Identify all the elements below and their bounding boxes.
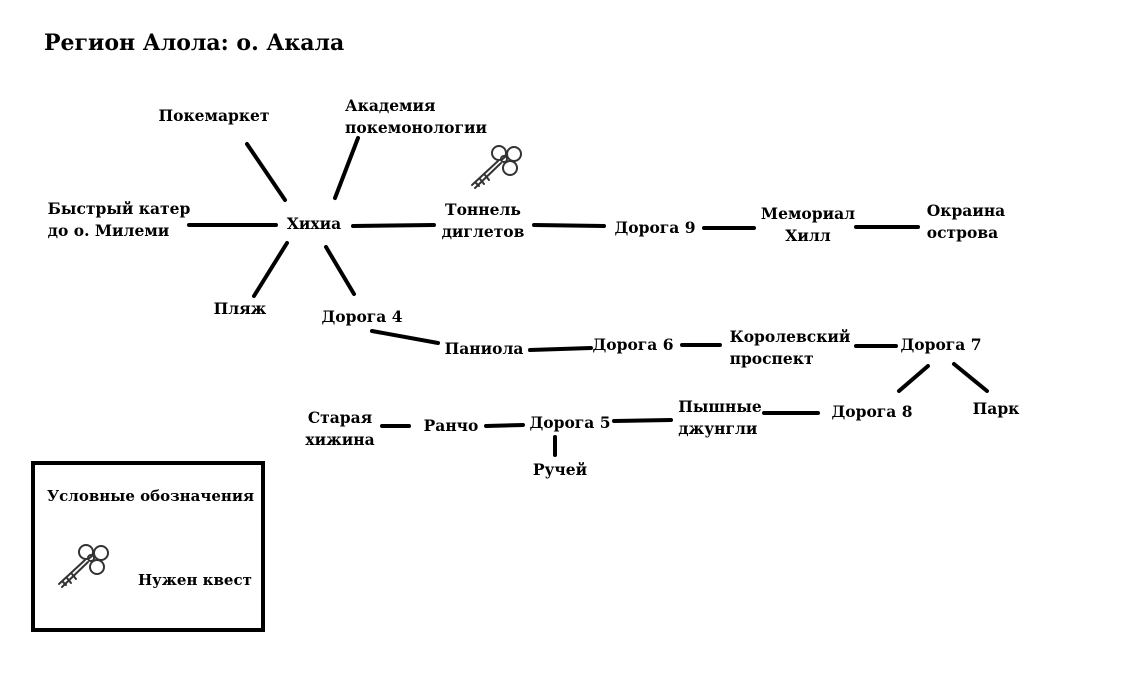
- connector-hihia-beach: [252, 241, 289, 298]
- node-route6: Дорога 6: [592, 334, 673, 356]
- node-royal-label-1: Королевский: [729, 327, 851, 346]
- node-park-label: Парк: [972, 399, 1020, 418]
- node-route7: Дорога 7: [900, 334, 981, 356]
- node-hut: Старая хижина: [305, 407, 374, 451]
- node-outskirts: Окраина острова: [927, 200, 1005, 244]
- node-royal: Королевский проспект: [730, 326, 851, 370]
- node-pokemart: Покемаркет: [158, 105, 269, 127]
- node-hut-label-2: хижина: [305, 430, 375, 449]
- node-route9-label: Дорога 9: [614, 218, 696, 237]
- connector-ranch-route5: [484, 423, 525, 428]
- connector-route7-park: [952, 362, 989, 393]
- connector-tunnel-route9: [532, 223, 606, 228]
- connector-hihia-tunnel: [351, 223, 436, 228]
- node-beach: Пляж: [214, 298, 267, 320]
- connector-paniola-route6: [528, 346, 593, 352]
- node-jungle-label-2: джунгли: [678, 419, 758, 438]
- node-route8-label: Дорога 8: [831, 402, 913, 421]
- node-route4-label: Дорога 4: [321, 307, 403, 326]
- node-route6-label: Дорога 6: [592, 335, 674, 354]
- node-brook-label: Ручей: [532, 460, 588, 479]
- node-paniola: Паниола: [445, 338, 524, 360]
- connector-academy-hihia: [333, 136, 360, 200]
- map-title: Регион Алола: о. Акала: [44, 30, 345, 56]
- node-memorial-label-1: Мемориал: [760, 204, 856, 223]
- node-hihia: Хихиа: [287, 213, 341, 235]
- connector-pokemart-hihia: [245, 142, 287, 202]
- connector-route4-paniola: [370, 329, 440, 345]
- node-route9: Дорога 9: [614, 217, 695, 239]
- node-ferry-label-1: Быстрый катер: [47, 199, 191, 218]
- node-brook: Ручей: [533, 459, 587, 481]
- node-park: Парк: [973, 398, 1020, 420]
- node-ferry: Быстрый катер до о. Милеми: [48, 198, 191, 242]
- legend-key-icon: [55, 541, 113, 597]
- node-route8: Дорога 8: [831, 401, 912, 423]
- node-ranch-label: Ранчо: [423, 416, 479, 435]
- node-tunnel-label-1: Тоннель: [445, 200, 521, 219]
- node-route5: Дорога 5: [529, 412, 610, 434]
- connector-hihia-route4: [324, 245, 356, 296]
- node-ranch: Ранчо: [424, 415, 479, 437]
- node-outskirts-label-2: острова: [926, 223, 999, 242]
- connector-route5-jungle: [612, 418, 673, 423]
- node-academy-label-1: Академия: [345, 96, 436, 115]
- node-paniola-label: Паниола: [444, 339, 524, 358]
- node-route7-label: Дорога 7: [900, 335, 982, 354]
- node-outskirts-label-1: Окраина: [926, 201, 1006, 220]
- node-jungle: Пышные джунгли: [678, 396, 762, 440]
- node-jungle-label-1: Пышные: [678, 397, 762, 416]
- node-memorial: Мемориал Хилл: [761, 203, 855, 247]
- node-hihia-label: Хихиа: [286, 214, 342, 233]
- node-academy: Академия покемонологии: [345, 95, 487, 139]
- connector-route7-route8: [897, 364, 930, 393]
- node-tunnel-label-2: диглетов: [441, 222, 525, 241]
- node-ferry-label-2: до о. Милеми: [47, 221, 170, 240]
- node-pokemart-label: Покемаркет: [158, 106, 270, 125]
- legend-quest-label: Нужен квест: [138, 571, 252, 589]
- node-beach-label: Пляж: [213, 299, 267, 318]
- node-route5-label: Дорога 5: [529, 413, 611, 432]
- key-icon: [468, 142, 526, 198]
- node-tunnel: Тоннель диглетов: [442, 199, 525, 243]
- legend: Условные обозначения Нужен квест: [31, 461, 265, 632]
- node-route4: Дорога 4: [321, 306, 402, 328]
- node-royal-label-2: проспект: [729, 349, 814, 368]
- node-memorial-label-2: Хилл: [785, 226, 831, 245]
- legend-title: Условные обозначения: [47, 487, 255, 505]
- node-academy-label-2: покемонологии: [345, 118, 487, 137]
- node-hut-label-1: Старая: [307, 408, 373, 427]
